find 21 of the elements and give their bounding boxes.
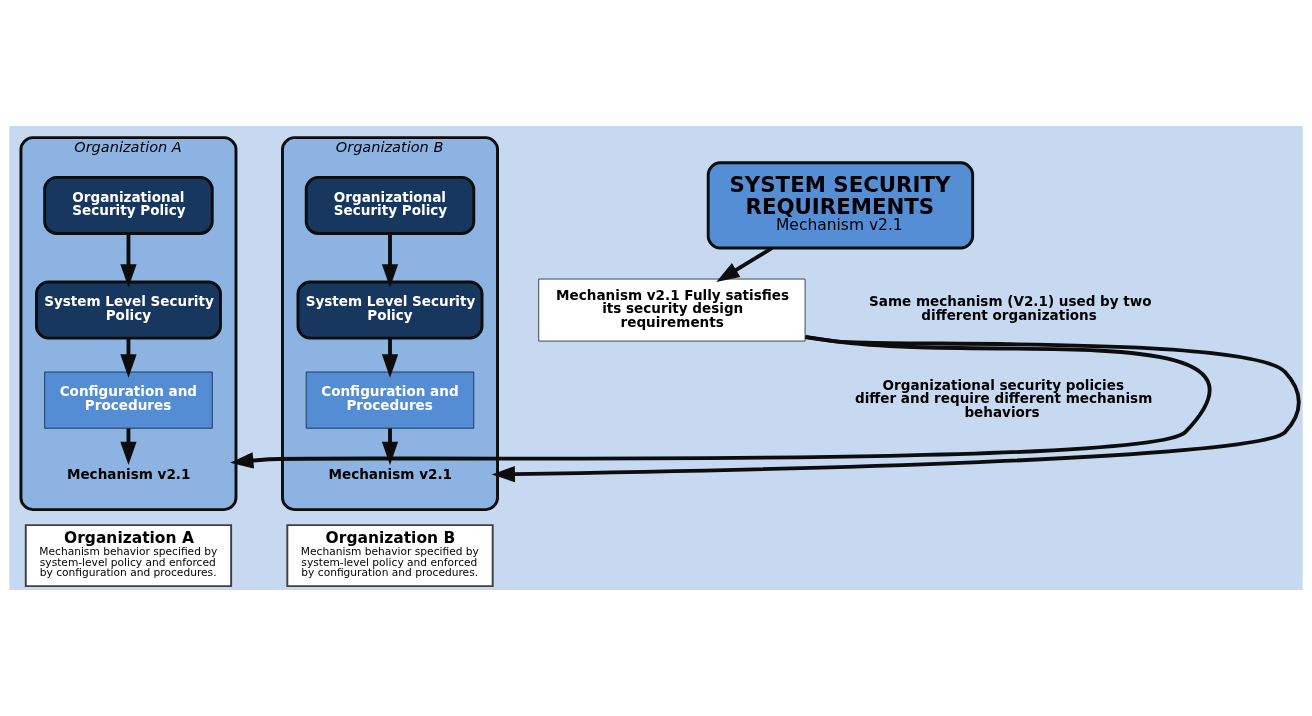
node-box: Mechanism v2.1 Fully satisfies its security design requirements [538,278,806,342]
label: Same mechanism (V2.1) used by two different organizations [869,293,1152,323]
node-box: Organization B Mechanism behavior specified by system-level policy and enforced by configuration and procedures. [286,524,494,588]
node-text: Mechanism v2.1 [328,466,452,483]
node-box: Configuration and Procedures [305,371,475,429]
arrow [230,334,1211,469]
node-box: Organization A Mechanism behavior specified by system-level policy and enforced by configuration and procedures. [24,524,233,588]
node-text: Mechanism v2.1 [66,466,191,483]
arrow [120,233,137,288]
node-box: Configuration and Procedures [44,371,213,429]
arrow [381,233,399,288]
node-box: Organizational Security Policy [304,175,476,235]
label: Organizational security policies differ and require different mechanism behaviors [854,376,1153,420]
arrow [491,335,1301,483]
arrow [381,428,399,466]
arrow [716,246,773,283]
node-box: System Level Security Policy [34,280,222,340]
node-box: SYSTEM SECURITY REQUIREMENTS Mechanism v2.1 [706,161,975,250]
arrow [381,338,399,378]
node-box: System Level Security Policy [296,280,484,340]
node-box: Organizational Security Policy [43,175,214,235]
